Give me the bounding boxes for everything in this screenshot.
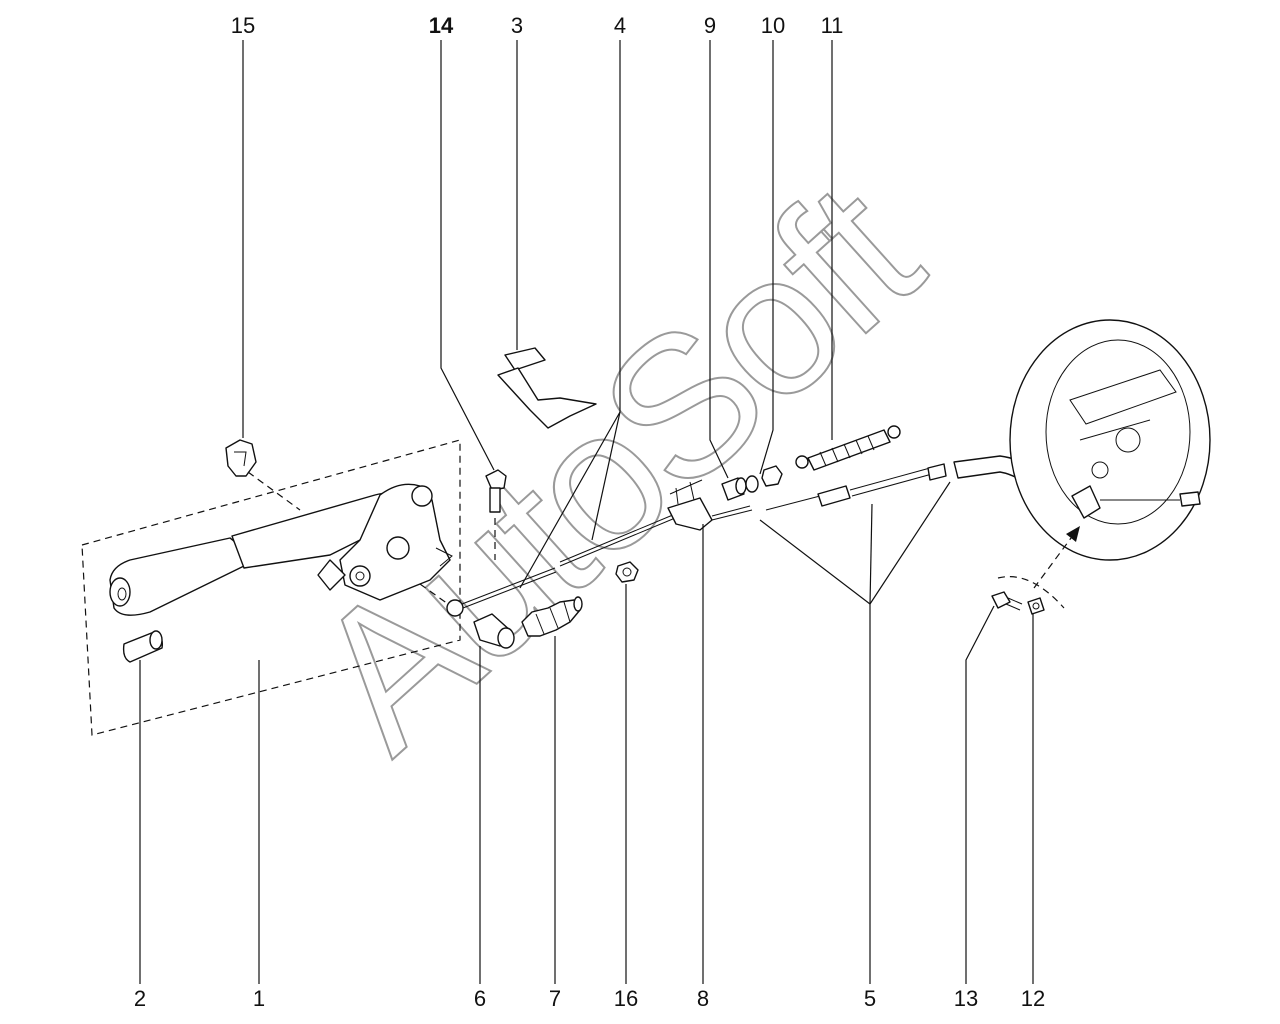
callout-11: 11 [821, 13, 844, 38]
bolt-part-14 [485, 469, 507, 513]
callout-1: 1 [253, 986, 265, 1011]
clip-part-15 [225, 439, 257, 477]
nut-part-16 [615, 561, 639, 583]
watermark-text: AutoSoft [272, 141, 960, 792]
callout-5: 5 [864, 986, 876, 1011]
grip-cap-part-2 [122, 630, 164, 663]
callout-labels: 15 14 3 4 9 10 11 2 1 6 7 16 8 5 13 12 [134, 13, 1045, 1011]
callout-3: 3 [511, 13, 523, 38]
rubber-boot-part-7 [521, 596, 583, 637]
cable-dashed-leader [419, 583, 449, 605]
adjuster-sleeve-part-9 [721, 477, 747, 501]
bolt-part-13 [991, 591, 1023, 611]
callout-4: 4 [614, 13, 626, 38]
sleeve-part-6 [473, 613, 515, 649]
callout-15: 15 [231, 13, 255, 38]
watermark: AutoSoft [271, 140, 961, 793]
callout-6: 6 [474, 986, 486, 1011]
front-cable-part-4 [446, 511, 681, 617]
callout-16: 16 [614, 986, 638, 1011]
mounting-arrow-head [1066, 526, 1080, 542]
callout-2: 2 [134, 986, 146, 1011]
brake-backing-plate [1009, 319, 1211, 561]
callout-12: 12 [1021, 986, 1045, 1011]
callout-10: 10 [761, 13, 785, 38]
nut-part-10 [745, 465, 783, 493]
bracket-plate-part-3 [497, 347, 597, 429]
equalizer-part-8 [667, 479, 753, 531]
callout-7: 7 [549, 986, 561, 1011]
clip-dashed-leader [247, 471, 301, 511]
callout-8: 8 [697, 986, 709, 1011]
callout-13: 13 [954, 986, 978, 1011]
lever-assembly-boundary [81, 439, 461, 736]
callout-14: 14 [429, 13, 454, 38]
spring-part-11 [795, 425, 901, 471]
mounting-arc-dashed [997, 576, 1065, 609]
handbrake-lever [109, 483, 453, 616]
nut-part-12 [1027, 597, 1045, 615]
callout-9: 9 [704, 13, 716, 38]
leader-lines [139, 40, 1034, 984]
